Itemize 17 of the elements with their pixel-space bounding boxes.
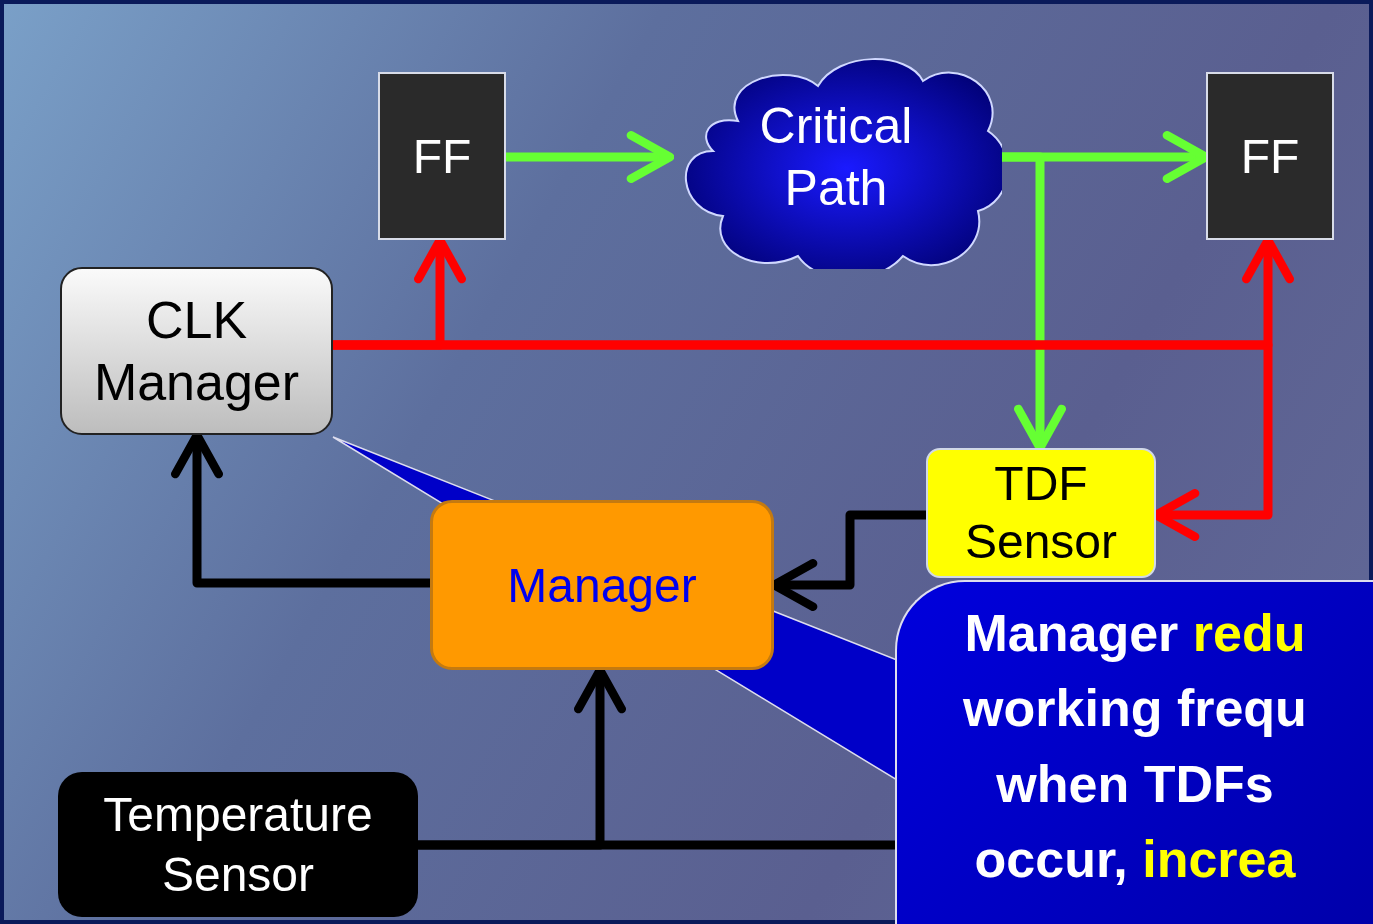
manager-box xyxy=(430,500,774,670)
flip-flop-box xyxy=(378,72,506,240)
sensor-box xyxy=(58,772,418,917)
node-label: Critical Path xyxy=(758,96,914,218)
sensor-box xyxy=(926,448,1156,578)
flip-flop-box xyxy=(1206,72,1334,240)
callout-box xyxy=(895,580,1373,924)
node-label: Manager redu working frequ when TDFs occur, increa xyxy=(962,603,1308,891)
node-label: Temperature Sensor xyxy=(102,786,374,903)
node-label: CLK Manager xyxy=(92,289,301,413)
node-label: Manager xyxy=(507,557,697,613)
node-label: TDF Sensor xyxy=(963,456,1119,570)
clock-manager-box xyxy=(60,267,333,435)
node-label: FF xyxy=(1240,128,1300,184)
connector-arrow xyxy=(506,131,675,183)
node-label: FF xyxy=(412,128,472,184)
connector-arrow xyxy=(333,340,1273,541)
